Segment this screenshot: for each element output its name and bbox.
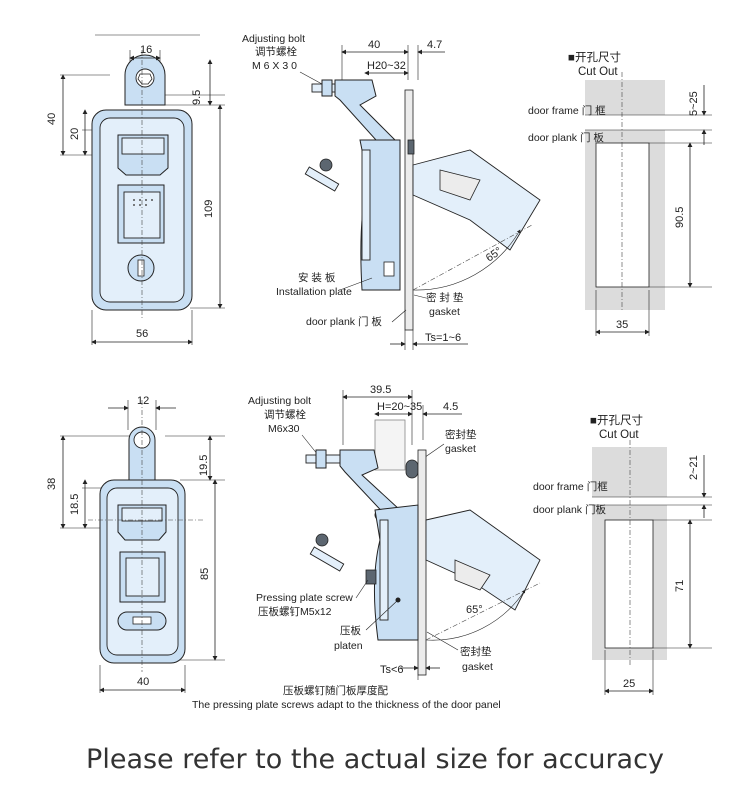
bottom-ts: Ts<6	[380, 664, 404, 676]
bottom-cutout-title-cn: ■开孔尺寸	[590, 413, 643, 427]
top-front-dim-top: 16	[140, 44, 152, 56]
bottom-gasket-top-cn: 密封垫	[445, 428, 477, 441]
top-cutout-door-frame: door frame 门 框	[528, 104, 606, 117]
bottom-note-en: The pressing plate screws adapt to the t…	[192, 699, 501, 711]
bottom-pressing-screw-cn: 压板螺钉M5x12	[258, 605, 332, 618]
bottom-dim-39-5: 39.5	[370, 384, 391, 396]
top-door-plank: door plank 门 板	[306, 315, 382, 328]
bottom-note-cn: 压板螺钉随门板厚度配	[283, 684, 388, 697]
footer-disclaimer: Please refer to the actual size for accu…	[86, 744, 664, 775]
bottom-front-dim-height: 85	[199, 568, 211, 580]
top-cutout-dim-frame: 5~25	[688, 91, 700, 116]
bottom-gasket-en: gasket	[462, 661, 493, 673]
top-dim-4-7: 4.7	[427, 39, 442, 51]
top-cutout-title-cn: ■开孔尺寸	[568, 50, 621, 64]
top-installation-plate-en: Installation plate	[276, 286, 352, 298]
top-installation-plate-cn: 安 装 板	[298, 271, 336, 284]
bottom-cutout-door-frame: door frame 门框	[533, 480, 608, 493]
top-cutout-dim-height: 90.5	[674, 207, 686, 228]
bottom-pressing-screw-en: Pressing plate screw	[256, 592, 353, 604]
bottom-front-view: 12 38 18.5 19.5 85 40	[46, 395, 225, 693]
bottom-angle: 65°	[466, 604, 483, 616]
top-adjusting-bolt-cn: 调节螺栓	[255, 45, 297, 58]
bottom-cutout-view: ■开孔尺寸 Cut Out door frame 门框 door plank 门…	[533, 413, 712, 695]
bottom-cutout-dim-height: 71	[674, 580, 686, 592]
top-dim-h: H20~32	[367, 60, 406, 72]
bottom-cutout-dim-width: 25	[623, 678, 635, 690]
top-dim-40: 40	[368, 39, 380, 51]
top-angle: 65°	[484, 245, 505, 264]
bottom-platen-cn: 压板	[340, 624, 361, 637]
bottom-bolt-size: M6x30	[268, 423, 300, 435]
top-front-dim-left-outer: 40	[46, 113, 58, 125]
top-cutout-door-plank: door plank 门 板	[528, 131, 604, 144]
bottom-front-dim-left-inner: 18.5	[69, 494, 81, 515]
top-cutout-view: ■开孔尺寸 Cut Out door frame 门 框 door plank …	[528, 50, 712, 336]
bottom-front-dim-left-outer: 38	[46, 478, 58, 490]
bottom-adjusting-bolt-cn: 调节螺栓	[264, 408, 306, 421]
bottom-front-dim-ring: 19.5	[198, 455, 210, 476]
top-bolt-size: M 6 X 3 0	[252, 60, 297, 72]
top-cutout-dim-width: 35	[616, 319, 628, 331]
bottom-front-dim-top: 12	[137, 395, 149, 407]
top-front-dim-ring: 9.5	[191, 90, 203, 105]
bottom-cutout-dim-frame: 2~21	[688, 455, 700, 480]
top-front-dim-width: 56	[136, 328, 148, 340]
bottom-cutout-door-plank: door plank 门板	[533, 503, 606, 516]
bottom-cutout-title-en: Cut Out	[599, 429, 639, 441]
top-side-view: Adjusting bolt 调节螺栓 M 6 X 3 0 40 4.7 H20…	[242, 33, 541, 350]
top-adjusting-bolt-en: Adjusting bolt	[242, 33, 305, 45]
top-gasket-en: gasket	[429, 306, 460, 318]
bottom-side-view: Adjusting bolt 调节螺栓 M6x30 39.5 H=20~35 4…	[192, 384, 541, 711]
bottom-adjusting-bolt-en: Adjusting bolt	[248, 395, 311, 407]
top-front-dim-left-inner: 20	[69, 128, 81, 140]
top-front-dim-height: 109	[203, 200, 215, 218]
top-front-view: 16 40 20 9.5 109 56	[46, 34, 225, 345]
bottom-gasket-cn: 密封垫	[460, 645, 492, 658]
top-ts: Ts=1~6	[425, 332, 461, 344]
bottom-platen-en: platen	[334, 640, 363, 652]
top-gasket-cn: 密 封 垫	[426, 291, 464, 304]
bottom-dim-4-5: 4.5	[443, 401, 458, 413]
bottom-front-dim-width: 40	[137, 676, 149, 688]
bottom-gasket-top-en: gasket	[445, 443, 476, 455]
top-cutout-title-en: Cut Out	[578, 66, 618, 78]
bottom-dim-h: H=20~35	[377, 401, 422, 413]
